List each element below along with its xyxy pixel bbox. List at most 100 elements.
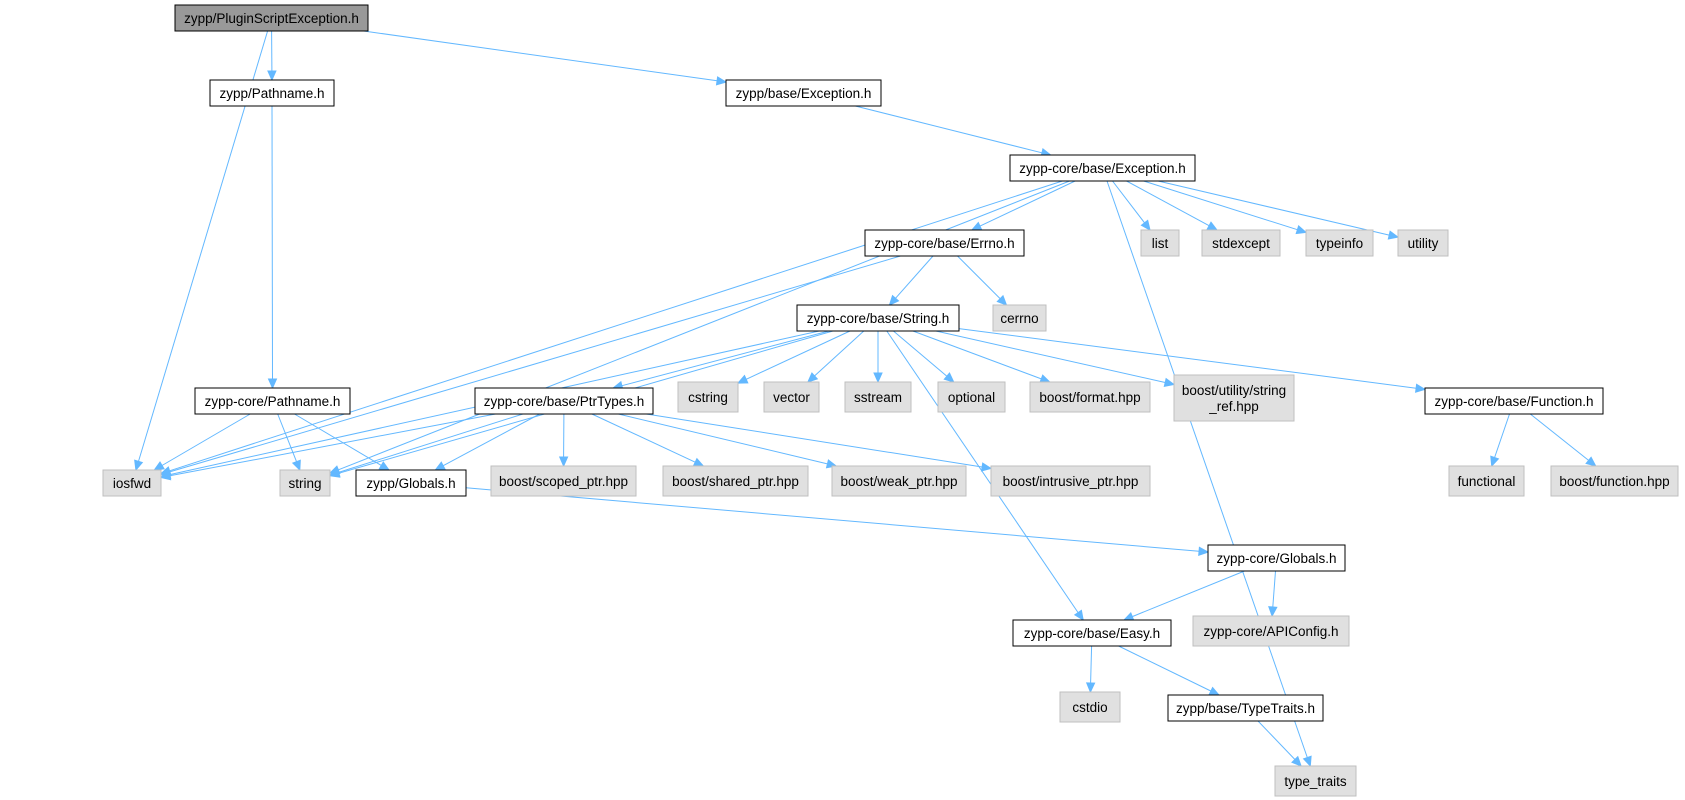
node-box[interactable] xyxy=(355,469,467,497)
edge-arrowhead xyxy=(1490,455,1500,468)
node-label: zypp/Pathname.h xyxy=(219,86,324,101)
edge-arrowhead xyxy=(873,372,883,384)
node-zypp-core-base-exception-h[interactable]: zypp-core/base/Exception.h xyxy=(1009,154,1196,182)
node-boost-format-hpp: boost/format.hpp xyxy=(1029,381,1151,413)
edge-zypp-pluginscriptexception-h-to-zypp-base-exception-h xyxy=(363,30,728,86)
edge-arrowhead xyxy=(1415,383,1427,393)
edge-arrowhead xyxy=(378,461,391,471)
node-string: string xyxy=(279,469,331,497)
node-box[interactable] xyxy=(1009,154,1196,182)
edge-arrowhead xyxy=(1295,225,1308,235)
edge-zypp-core-base-exception-h-to-list xyxy=(1112,180,1151,231)
node-label: vector xyxy=(773,390,810,405)
node-zypp-core-base-easy-h[interactable]: zypp-core/base/Easy.h xyxy=(1012,619,1172,647)
node-zypp-base-exception-h[interactable]: zypp/base/Exception.h xyxy=(725,79,882,107)
node-boost-function-hpp: boost/function.hpp xyxy=(1550,465,1679,497)
node-label: zypp/base/TypeTraits.h xyxy=(1176,701,1315,716)
edge-line xyxy=(591,413,696,463)
nodes-layer: zypp/PluginScriptException.h zypp/Pathnam… xyxy=(102,4,1679,797)
node-label: boost/function.hpp xyxy=(1559,474,1669,489)
node-boost-intrusive-ptr-hpp: boost/intrusive_ptr.hpp xyxy=(990,465,1151,497)
node-zypp-core-base-ptrtypes-h[interactable]: zypp-core/base/PtrTypes.h xyxy=(474,387,654,415)
node-boost-utility-string-ref-hpp: boost/utility/string_ref.hpp xyxy=(1173,374,1295,422)
edge-line xyxy=(169,255,901,473)
edge-line xyxy=(935,330,1166,383)
node-label: zypp-core/Globals.h xyxy=(1216,551,1336,566)
node-box[interactable] xyxy=(1207,544,1346,572)
node-zypp-globals-h[interactable]: zypp/Globals.h xyxy=(355,469,467,497)
edge-line xyxy=(618,413,828,465)
node-label: list xyxy=(1152,236,1169,251)
node-label: boost/intrusive_ptr.hpp xyxy=(1003,474,1139,489)
node-label: boost/scoped_ptr.hpp xyxy=(499,474,628,489)
node-zypp-core-base-function-h[interactable]: zypp-core/base/Function.h xyxy=(1424,387,1604,415)
edge-line xyxy=(893,330,948,377)
edge-zypp-core-globals-h-to-zypp-core-apiconfig-h xyxy=(1268,570,1278,618)
edge-line xyxy=(442,413,540,467)
edge-line xyxy=(855,105,1043,154)
edge-zypp-core-pathname-h-to-zypp-globals-h xyxy=(294,413,391,471)
edge-line xyxy=(957,255,1001,299)
edge-arrowhead xyxy=(1302,755,1312,768)
node-zypp-core-base-string-h[interactable]: zypp-core/base/String.h xyxy=(796,304,960,332)
edge-zypp-core-base-string-h-to-cstring xyxy=(736,330,851,384)
node-zypp-core-pathname-h[interactable]: zypp-core/Pathname.h xyxy=(194,387,351,415)
node-cstring: cstring xyxy=(677,381,739,413)
edge-line xyxy=(1106,180,1308,758)
edge-arrowhead xyxy=(153,461,165,471)
node-stdexcept: stdexcept xyxy=(1201,229,1281,257)
node-box xyxy=(1305,229,1374,257)
node-label: zypp-core/base/Function.h xyxy=(1434,394,1593,409)
node-zypp-pluginscriptexception-h[interactable]: zypp/PluginScriptException.h xyxy=(174,4,369,32)
edge-zypp-core-base-exception-h-to-type-traits xyxy=(1106,180,1312,768)
edge-line xyxy=(294,413,382,466)
edge-zypp-pluginscriptexception-h-to-zypp-pathname-h xyxy=(267,30,277,82)
node-label: boost/format.hpp xyxy=(1039,390,1140,405)
edge-arrowhead xyxy=(291,459,301,472)
node-label: cerrno xyxy=(1000,311,1038,326)
edge-arrowhead xyxy=(1122,611,1135,621)
edge-arrowhead xyxy=(1085,682,1096,694)
node-label: zypp/Globals.h xyxy=(366,476,455,491)
node-box[interactable] xyxy=(209,79,335,107)
node-box xyxy=(1274,765,1357,797)
node-box xyxy=(279,469,331,497)
edge-arrowhead xyxy=(267,70,277,82)
node-box[interactable] xyxy=(174,4,369,32)
node-zypp-core-base-errno-h[interactable]: zypp-core/base/Errno.h xyxy=(864,229,1025,257)
node-box[interactable] xyxy=(864,229,1025,257)
node-box[interactable] xyxy=(796,304,960,332)
node-label: functional xyxy=(1458,474,1516,489)
node-boost-shared-ptr-hpp: boost/shared_ptr.hpp xyxy=(662,465,809,497)
edge-arrowhead xyxy=(159,471,172,481)
node-label: optional xyxy=(948,390,995,405)
edge-arrowhead xyxy=(267,378,278,390)
edge-arrowhead xyxy=(970,221,983,231)
node-zypp-pathname-h[interactable]: zypp/Pathname.h xyxy=(209,79,335,107)
node-box[interactable] xyxy=(194,387,351,415)
edge-arrowhead xyxy=(134,459,144,472)
node-box[interactable] xyxy=(1012,619,1172,647)
edge-zypp-core-pathname-h-to-string xyxy=(277,413,301,472)
edge-zypp-core-base-string-h-to-vector xyxy=(806,330,865,383)
edge-zypp-core-base-function-h-to-functional xyxy=(1490,413,1510,468)
node-box[interactable] xyxy=(1167,694,1324,722)
edge-line xyxy=(1529,413,1589,461)
edge-zypp-core-base-string-h-to-zypp-core-base-ptrtypes-h xyxy=(612,330,829,391)
node-zypp-core-globals-h[interactable]: zypp-core/Globals.h xyxy=(1207,544,1346,572)
node-zypp-base-typetraits-h[interactable]: zypp/base/TypeTraits.h xyxy=(1167,694,1324,722)
edge-line xyxy=(1257,720,1296,760)
edge-arrowhead xyxy=(434,461,446,471)
node-box[interactable] xyxy=(1424,387,1604,415)
node-zypp-core-apiconfig-h: zypp-core/APIConfig.h xyxy=(1192,615,1350,647)
node-box[interactable] xyxy=(474,387,654,415)
edge-zypp-core-base-string-h-to-sstream xyxy=(873,331,883,384)
node-label: cstdio xyxy=(1072,700,1107,715)
edge-zypp-core-base-ptrtypes-h-to-string xyxy=(328,413,524,477)
node-box[interactable] xyxy=(725,79,882,107)
node-box xyxy=(662,465,809,497)
edge-zypp-core-base-string-h-to-boost-utility-string-ref-hpp xyxy=(935,330,1176,388)
edge-arrowhead xyxy=(1585,456,1597,467)
node-utility: utility xyxy=(1397,229,1449,257)
edge-zypp-core-base-ptrtypes-h-to-iosfwd xyxy=(159,413,496,481)
